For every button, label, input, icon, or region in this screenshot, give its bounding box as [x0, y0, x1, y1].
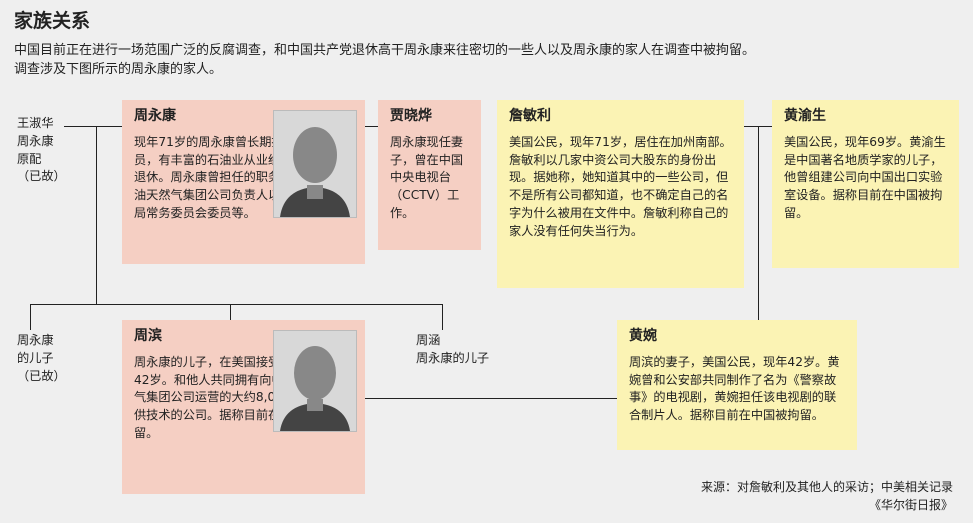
huang-yusheng-name: 黄渝生 — [784, 108, 826, 124]
subtitle-line-1: 中国目前正在进行一场范围广泛的反腐调查，和中国共产党退休高干周永康来往密切的一些… — [14, 43, 756, 58]
source-note: 来源：对詹敏利及其他人的采访；中美相关记录 《华尔街日报》 — [700, 480, 953, 512]
connector-zhou-han — [442, 304, 443, 330]
zhou-bin-portrait — [273, 330, 357, 432]
connector-parents-vertical — [758, 126, 759, 320]
wang-shuhua-label: 王淑华 周永康 原配 （已故） — [17, 116, 66, 184]
connector-wang-zhou — [64, 126, 122, 127]
page-subtitle: 中国目前正在进行一场范围广泛的反腐调查，和中国共产党退休高干周永康来往密切的一些… — [14, 41, 954, 79]
subtitle-line-2: 调查涉及下图所示的周永康的家人。 — [14, 62, 223, 77]
connector-zhou-bin — [230, 304, 231, 320]
connector-children-horizontal — [30, 304, 442, 305]
zhou-bin-name: 周滨 — [134, 328, 162, 344]
zhan-minli-card: 詹敏利 美国公民，现年71岁，居住在加州南部。詹敏利以几家中资公司大股东的身份出… — [497, 100, 744, 288]
connector-son-deceased — [30, 304, 31, 330]
zhou-yongkang-portrait — [273, 110, 357, 218]
zhan-minli-desc: 美国公民，现年71岁，居住在加州南部。詹敏利以几家中资公司大股东的身份出现。据她… — [509, 134, 732, 238]
zhou-yongkang-name: 周永康 — [134, 108, 176, 124]
connector-marriage — [365, 398, 617, 399]
page-title: 家族关系 — [14, 10, 91, 32]
son-deceased-label: 周永康 的儿子 （已故） — [17, 333, 66, 383]
zhou-han-label: 周涵 周永康的儿子 — [416, 333, 490, 365]
jia-xiaoye-name: 贾晓烨 — [390, 108, 432, 124]
huang-yusheng-desc: 美国公民，现年69岁。黄渝生是中国著名地质学家的儿子，他曾组建公司向中国出口实验… — [784, 134, 946, 220]
connector-zhou-jia — [365, 126, 378, 127]
zhan-minli-name: 詹敏利 — [509, 108, 551, 124]
huang-wan-card: 黄婉 周滨的妻子，美国公民，现年42岁。黄婉曾和公安部共同制作了名为《警察故事》… — [617, 320, 857, 450]
jia-xiaoye-desc: 周永康现任妻子，曾在中国中央电视台（CCTV）工作。 — [390, 134, 464, 220]
huang-yusheng-card: 黄渝生 美国公民，现年69岁。黄渝生是中国著名地质学家的儿子，他曾组建公司向中国… — [772, 100, 959, 268]
huang-wan-name: 黄婉 — [629, 328, 657, 344]
jia-xiaoye-card: 贾晓烨 周永康现任妻子，曾在中国中央电视台（CCTV）工作。 — [378, 100, 481, 250]
connector-left-vertical — [96, 126, 97, 304]
huang-wan-desc: 周滨的妻子，美国公民，现年42岁。黄婉曾和公安部共同制作了名为《警察故事》的电视… — [629, 354, 840, 423]
